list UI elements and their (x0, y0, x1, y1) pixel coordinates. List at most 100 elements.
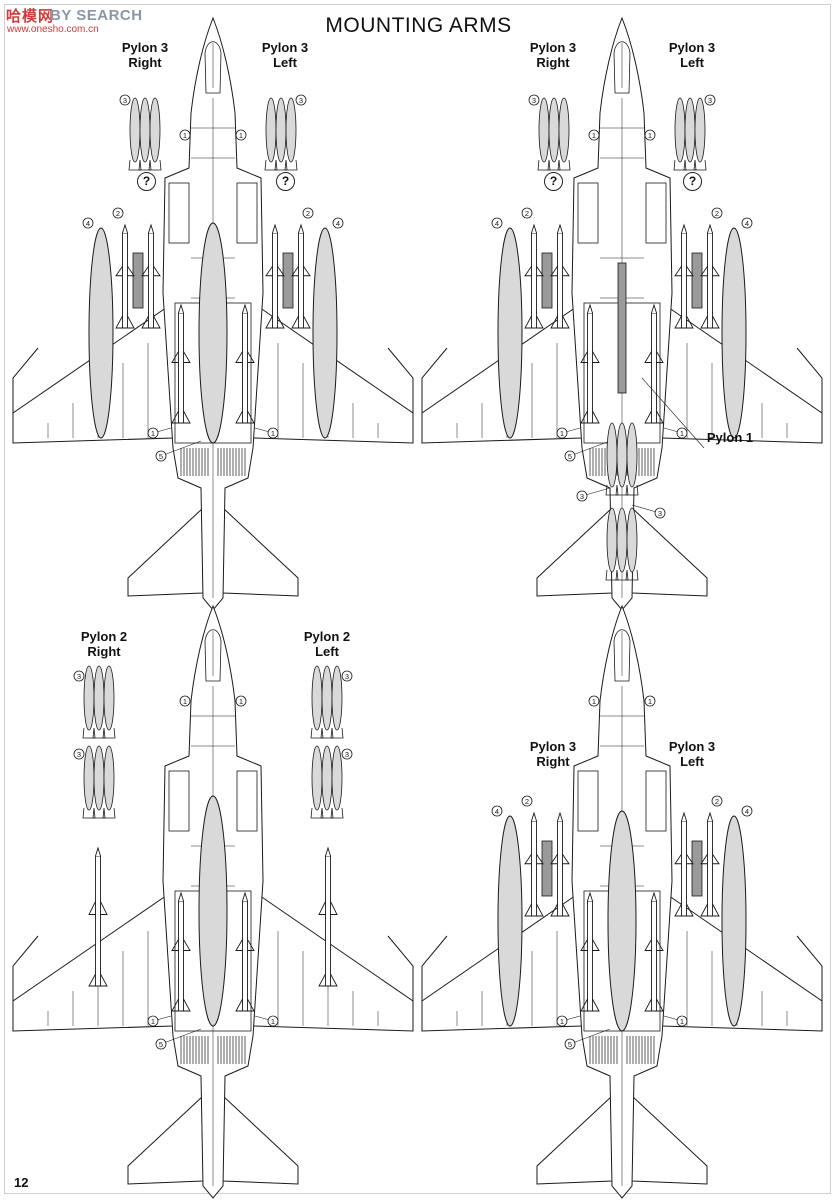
bomb (606, 422, 618, 488)
missile-tail-fins (674, 903, 694, 917)
callout-circle (119, 94, 131, 106)
wing-missile-right (644, 303, 664, 424)
callout-label: 1 (680, 1017, 684, 1026)
missile-tail-fins (265, 315, 285, 329)
label-tl-pylon3-left: Pylon 3 Left (261, 40, 309, 70)
missile-tail-fins (644, 410, 664, 424)
wing-missile-left (171, 891, 191, 1012)
callout-label: 1 (151, 429, 155, 438)
sidewinder-right (550, 223, 570, 329)
callout-label: 3 (345, 750, 349, 759)
missile-body (681, 232, 687, 329)
watermark-logo: 哈模网 BY SEARCH www.onesho.com.cn (4, 3, 164, 37)
callout-circle (521, 207, 533, 219)
bomb-tail (320, 727, 334, 739)
missile-body (178, 312, 184, 424)
missile-body (557, 232, 563, 329)
left-tailplane (536, 506, 613, 597)
callout-circle (556, 1015, 568, 1027)
callout-label: 3 (345, 672, 349, 681)
right-wingtip (387, 347, 414, 413)
exhaust-nozzles (180, 1036, 246, 1064)
callout-number: 3 (73, 670, 85, 682)
missile-nose (557, 811, 563, 822)
missile-body (587, 900, 593, 1012)
label-tr-pylon1: Pylon 1 (706, 430, 754, 445)
missile-tail-fins (700, 315, 720, 329)
bomb (311, 745, 323, 811)
missile-body (95, 855, 101, 987)
callout-circle (235, 695, 247, 707)
missile-body (122, 232, 128, 329)
callout-leader (160, 440, 202, 457)
callout-number: 1 (588, 695, 600, 707)
launcher-left (265, 223, 311, 329)
callout-number: 1 (644, 695, 656, 707)
missile-tail-fins (524, 903, 544, 917)
callout-circle (644, 129, 656, 141)
bomb (285, 97, 297, 163)
callout-number: 1 (179, 129, 191, 141)
watermark-url: www.onesho.com.cn (7, 24, 99, 35)
wing-missile-right (235, 303, 255, 424)
missile-tail-fins (550, 903, 570, 917)
bomb (626, 422, 638, 488)
missile-tail-fins (115, 315, 135, 329)
missile-tail-fins (235, 410, 255, 424)
missile-fins (550, 853, 570, 865)
bomb-tail (605, 569, 619, 581)
callout-circle (704, 94, 716, 106)
callout-label: 3 (77, 672, 81, 681)
missile-tail-fins (318, 973, 338, 987)
callout-number: 5 (564, 1028, 611, 1050)
launcher-rail (541, 252, 553, 309)
callout-number: 2 (521, 207, 533, 219)
bomb (548, 97, 560, 163)
bomb-tail (537, 159, 551, 171)
missile-body (587, 312, 593, 424)
label-tr-pylon3-left: Pylon 3 Left (668, 40, 716, 70)
callout-label: 5 (159, 1040, 163, 1049)
missile-nose (531, 811, 537, 822)
bomb (103, 665, 115, 731)
missile-nose (272, 223, 278, 234)
wing-tank-left (721, 815, 747, 1027)
callout-label: 4 (336, 219, 340, 228)
missile-fins (115, 265, 135, 277)
bomb (616, 507, 628, 573)
callout-circle (491, 217, 503, 229)
callout-number: 3 (341, 670, 353, 682)
callout-label: 1 (151, 1017, 155, 1026)
missile-fins (580, 351, 600, 363)
callout-label: 4 (495, 807, 499, 816)
missile-nose (681, 811, 687, 822)
left-intake (577, 182, 599, 244)
wing-missile-right (644, 891, 664, 1012)
bomb (694, 97, 706, 163)
missile-fins (235, 351, 255, 363)
missile-body (707, 232, 713, 329)
callout-circle (528, 94, 540, 106)
missile-body (531, 820, 537, 917)
page-number: 12 (14, 1175, 29, 1190)
callout-label: 1 (183, 131, 187, 140)
callout-label: 4 (86, 219, 90, 228)
callout-circle (155, 450, 167, 462)
missile-body (557, 820, 563, 917)
callout-circle (295, 94, 307, 106)
missile-nose (707, 223, 713, 234)
callout-circle (556, 427, 568, 439)
callout-number: 3 (528, 94, 540, 106)
bomb (616, 422, 628, 488)
callout-number: 1 (147, 1015, 172, 1027)
callout-label: 1 (592, 697, 596, 706)
left-tailplane (127, 506, 204, 597)
missile-tail-fins (171, 998, 191, 1012)
missile-tail-fins (580, 998, 600, 1012)
bomb-tail (102, 807, 116, 819)
callout-label: 1 (680, 429, 684, 438)
bomb (275, 97, 287, 163)
callout-circle (147, 1015, 159, 1027)
sidewinder-left (674, 223, 694, 329)
